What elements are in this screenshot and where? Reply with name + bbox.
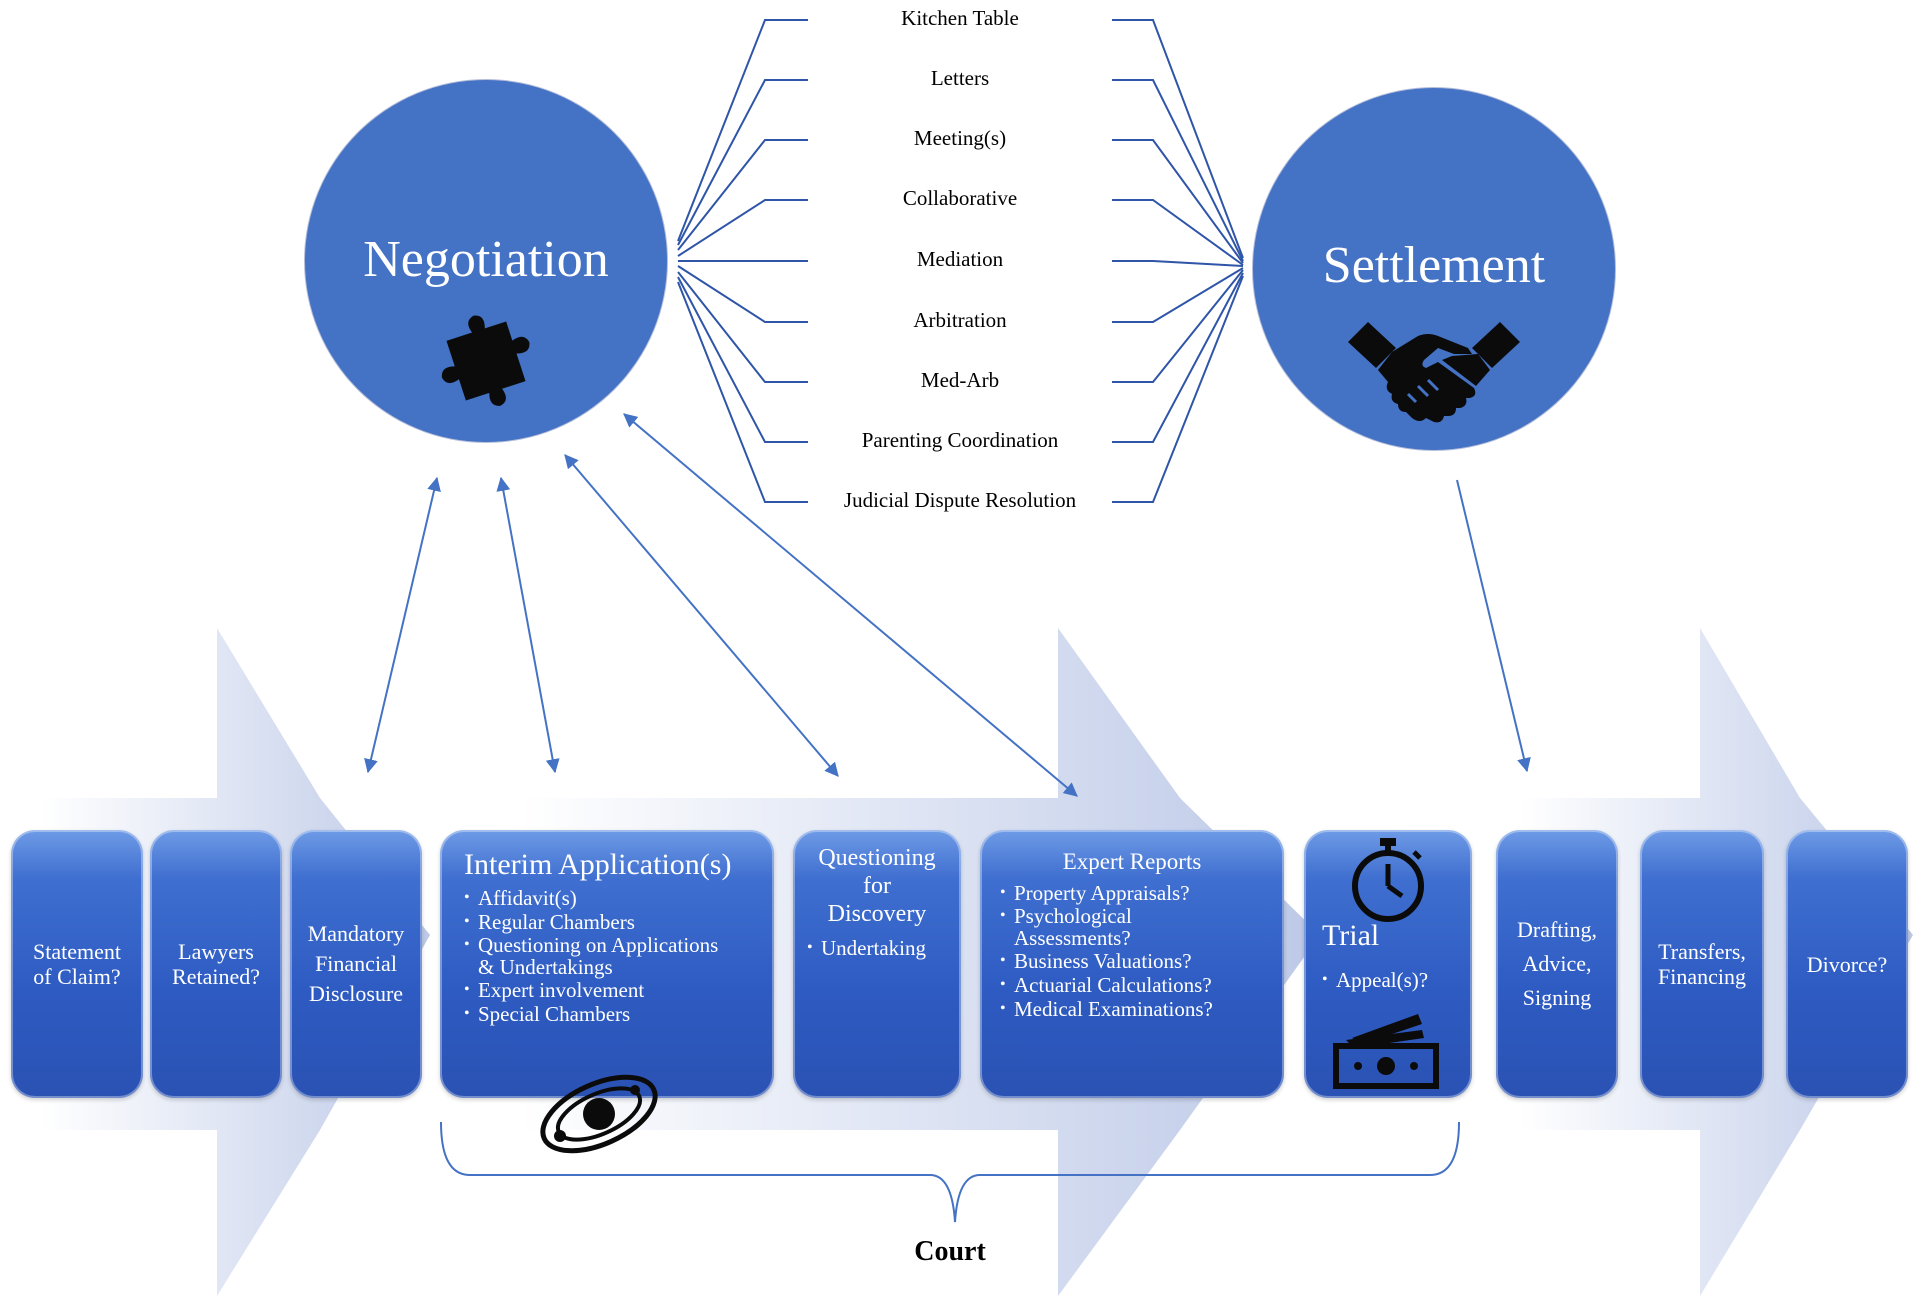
interim-item: Questioning on Applications & Undertakin… [464, 934, 774, 978]
expert-item: Property Appraisals? [1000, 881, 1284, 905]
method-kitchen-table: Kitchen Table [901, 6, 1019, 30]
settlement-title: Settlement [1322, 237, 1546, 294]
trial-title: Trial [1322, 919, 1380, 952]
expert-item: Medical Examinations? [1000, 997, 1284, 1021]
court-label: Court [914, 1236, 986, 1267]
expert-item: Business Valuations? [1000, 949, 1284, 973]
financial-disclosure-label: Mandatory Financial Disclosure [307, 921, 405, 1006]
interim-applications-title: Interim Application(s) [464, 848, 732, 881]
method-med-arb: Med-Arb [920, 368, 1000, 392]
transfers-label: Transfers, Financing [1658, 939, 1746, 989]
arrow-negotiation-questioning [564, 454, 839, 777]
divorce-box: Divorce? [1786, 830, 1908, 1098]
interim-applications-box: Interim Application(s) Affidavit(s) Regu… [440, 830, 774, 1098]
statement-of-claim-box: Statement of Claim? [11, 830, 143, 1098]
puzzle-piece-icon [441, 315, 530, 406]
arrow-negotiation-disclosure [364, 476, 441, 774]
financial-disclosure-box: Mandatory Financial Disclosure [290, 830, 422, 1098]
interim-item: Special Chambers [464, 1002, 774, 1026]
questioning-list: Undertaking [793, 936, 961, 960]
lawyers-retained-box: Lawyers Retained? [150, 830, 282, 1098]
stopwatch-icon [1352, 838, 1424, 922]
expert-item: Psychological Assessments? [1000, 905, 1284, 949]
method-parenting-coordination: Parenting Coordination [861, 428, 1059, 452]
trial-box: Trial Appeal(s)? [1304, 830, 1472, 1098]
negotiation-connectors [677, 19, 808, 503]
settlement-connectors [1112, 19, 1244, 503]
lawyers-retained-label: Lawyers Retained? [172, 939, 260, 989]
expert-reports-list: Property Appraisals? Psychological Asses… [980, 881, 1284, 1021]
drafting-label: Drafting, Advice, Signing [1516, 917, 1598, 1010]
arrow-negotiation-interim [496, 476, 560, 774]
questioning-box: Questioning for Discovery Undertaking [793, 830, 961, 1098]
expert-item: Actuarial Calculations? [1000, 973, 1284, 997]
negotiation-circle: Negotiation [305, 80, 667, 442]
money-icon [1333, 1014, 1439, 1089]
interim-item: Regular Chambers [464, 910, 774, 934]
trial-item: Appeal(s)? [1322, 968, 1428, 992]
negotiation-title: Negotiation [363, 231, 609, 288]
divorce-label: Divorce? [1806, 951, 1888, 977]
orbit-icon [540, 1074, 658, 1154]
method-collaborative: Collaborative [902, 186, 1018, 210]
arrow-settlement-drafting [1456, 479, 1531, 773]
method-meetings: Meeting(s) [913, 126, 1007, 150]
questioning-title: Questioning for Discovery [818, 845, 936, 927]
transfers-box: Transfers, Financing [1640, 830, 1764, 1098]
settlement-circle: Settlement [1253, 88, 1615, 450]
negotiation-arrows [364, 413, 1531, 797]
arrow-negotiation-expert [623, 413, 1078, 797]
method-mediation: Mediation [916, 247, 1004, 271]
trial-list: Appeal(s)? [1322, 968, 1428, 992]
interim-item: Affidavit(s) [464, 886, 774, 910]
method-arbitration: Arbitration [913, 308, 1007, 332]
drafting-box: Drafting, Advice, Signing [1496, 830, 1618, 1098]
statement-of-claim-label: Statement of Claim? [33, 939, 121, 989]
method-judicial-dispute-resolution: Judicial Dispute Resolution [843, 488, 1077, 512]
expert-reports-title: Expert Reports [1062, 849, 1202, 874]
interim-item: Expert involvement [464, 978, 774, 1002]
handshake-icon [1348, 322, 1520, 423]
interim-applications-list: Affidavit(s) Regular Chambers Questionin… [440, 886, 774, 1026]
questioning-item: Undertaking [807, 936, 961, 960]
expert-reports-box: Expert Reports Property Appraisals? Psyc… [980, 830, 1284, 1098]
method-letters: Letters [930, 66, 990, 90]
court-brace [440, 1121, 1460, 1223]
